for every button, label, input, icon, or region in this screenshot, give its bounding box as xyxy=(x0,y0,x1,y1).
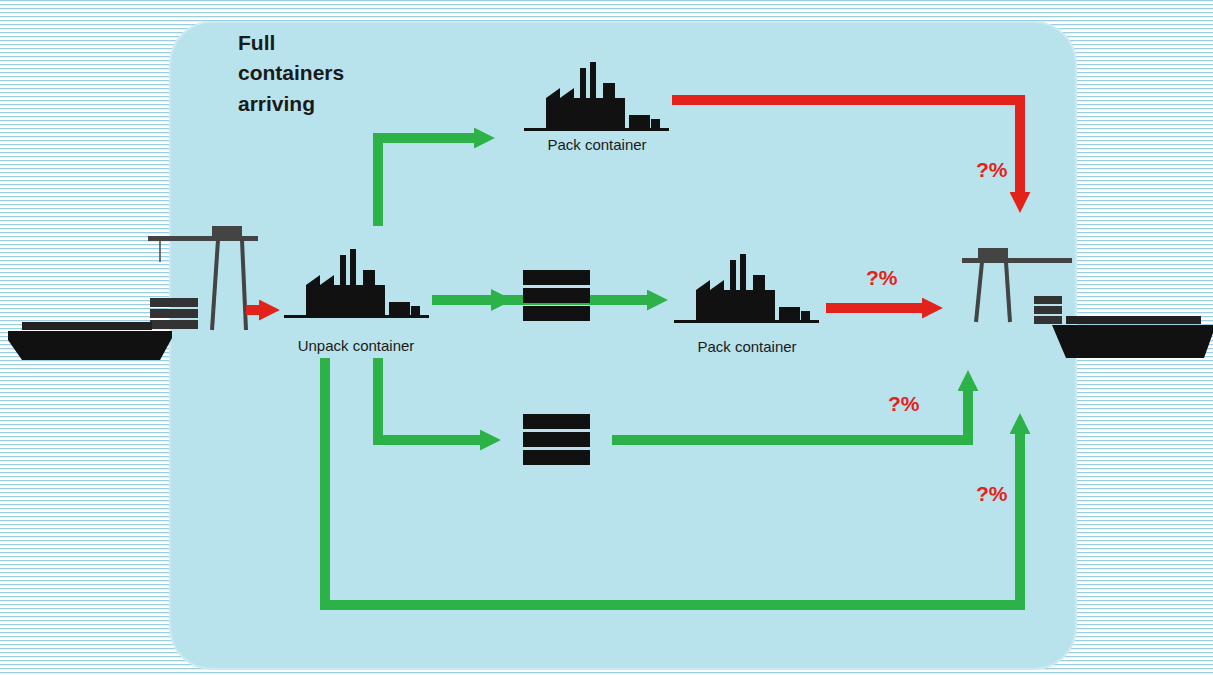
node-label: Unpack container xyxy=(298,337,415,355)
container xyxy=(1034,316,1062,324)
export-arrow xyxy=(826,303,924,313)
crane-leg xyxy=(976,262,982,322)
flow-arrows xyxy=(246,100,1020,605)
crane-cable xyxy=(159,241,161,262)
percentage-label: ?% xyxy=(888,392,920,416)
right-ship xyxy=(1052,316,1213,358)
factory-node: Pack container xyxy=(522,58,672,154)
left-ship xyxy=(8,322,172,360)
direct-flow-arrow xyxy=(378,138,476,226)
export-flow-arrow xyxy=(612,389,968,440)
factory-node: Pack container xyxy=(672,248,822,356)
pack-factory-icon xyxy=(674,254,819,323)
crane-leg xyxy=(242,240,246,330)
heading-label: Full containers arriving xyxy=(238,28,356,119)
container xyxy=(150,309,198,318)
container xyxy=(150,320,198,329)
container-stack xyxy=(523,270,590,321)
container xyxy=(523,270,590,285)
ship-hull xyxy=(8,331,172,360)
right-crane xyxy=(962,248,1072,324)
crane-leg xyxy=(1006,262,1010,322)
pack-factory-icon xyxy=(524,62,669,131)
ship-hull xyxy=(1052,325,1213,358)
factory-node: Unpack container xyxy=(280,243,432,355)
export-arrow xyxy=(672,100,1020,194)
unpack-factory-icon xyxy=(284,249,429,318)
crane-cabin xyxy=(978,248,1008,260)
node-label: Pack container xyxy=(547,136,646,154)
storage-flow-arrow xyxy=(378,358,482,440)
ship-cargo xyxy=(22,322,152,330)
container xyxy=(150,298,198,307)
container xyxy=(523,450,590,465)
container xyxy=(523,414,590,429)
ship-cargo xyxy=(1066,316,1201,324)
left-crane xyxy=(148,226,258,330)
percentage-label: ?% xyxy=(976,482,1008,506)
arrow-head xyxy=(491,289,513,311)
container xyxy=(1034,306,1062,314)
port-area xyxy=(170,22,1076,669)
crane-leg xyxy=(212,240,218,330)
container xyxy=(523,432,590,447)
crane-cabin xyxy=(212,226,242,238)
export-flow-arrow xyxy=(325,358,1020,605)
percentage-label: ?% xyxy=(866,266,898,290)
import-arrow xyxy=(246,305,261,315)
container xyxy=(523,306,590,321)
container-stack xyxy=(523,414,590,465)
container xyxy=(523,288,590,303)
percentage-label: ?% xyxy=(976,158,1008,182)
node-label: Pack container xyxy=(697,338,796,356)
container xyxy=(1034,296,1062,304)
